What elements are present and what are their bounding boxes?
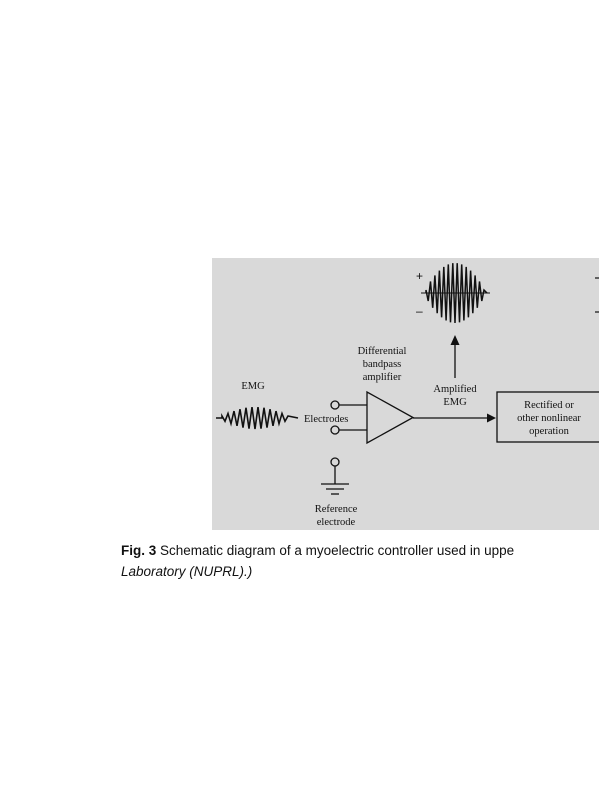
minus-sign: – [416, 304, 423, 318]
output-arrowhead [487, 413, 496, 423]
amplifier-triangle [366, 390, 415, 445]
caption-credit: Laboratory (NUPRL).) [121, 564, 253, 579]
electrode-bottom [330, 425, 340, 435]
emg-label: EMG [241, 381, 265, 392]
schematic-figure: EMG Electrodes Reference electrode Diffe… [212, 258, 599, 530]
amplified-waveform [425, 263, 488, 324]
amplifier-label-1: Differential [358, 346, 407, 357]
amplified-label-2: EMG [443, 397, 467, 408]
amplifier-label-3: amplifier [363, 372, 402, 383]
plus-sign: + [416, 269, 423, 283]
schematic-svg: EMG Electrodes Reference electrode Diffe… [216, 263, 599, 528]
caption-text: Schematic diagram of a myoelectric contr… [156, 543, 515, 558]
electrode-top [330, 400, 340, 410]
amplifier-label-2: bandpass [363, 359, 402, 370]
rectifier-label-1: Rectified or [524, 400, 574, 411]
reference-label-2: electrode [317, 517, 356, 528]
figure-number: Fig. 3 [121, 543, 157, 558]
reference-label-1: Reference [315, 504, 358, 515]
figure-caption: Fig. 3 Schematic diagram of a myoelectri… [121, 540, 599, 582]
amplified-label-1: Amplified [433, 384, 477, 395]
electrodes-label: Electrodes [304, 414, 348, 425]
reference-electrode [330, 457, 340, 467]
rectifier-label-2: other nonlinear [517, 413, 581, 424]
branch-arrowhead [450, 335, 460, 345]
caption-line-1: Fig. 3 Schematic diagram of a myoelectri… [121, 540, 599, 561]
rectifier-label-3: operation [529, 426, 569, 437]
emg-waveform [216, 406, 299, 430]
rectifier-block [496, 391, 599, 443]
